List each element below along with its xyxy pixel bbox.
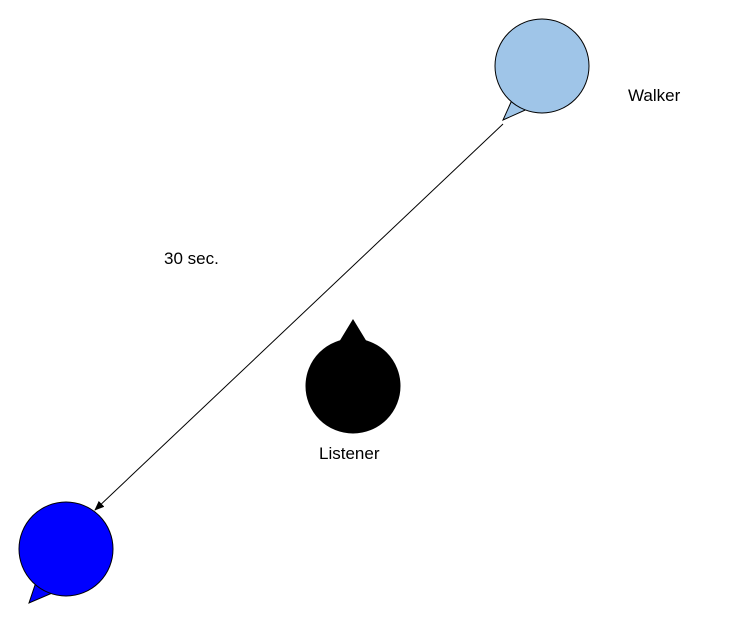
walker-end-speech-bubble-icon — [18, 501, 114, 604]
listener-label: Listener — [319, 444, 380, 463]
walker-start-speech-bubble-icon — [494, 18, 590, 121]
walker-path-arrow-icon — [94, 123, 504, 511]
walker-label: Walker — [628, 86, 681, 105]
listener-head-icon — [305, 319, 401, 434]
duration-label: 30 sec. — [164, 249, 219, 268]
